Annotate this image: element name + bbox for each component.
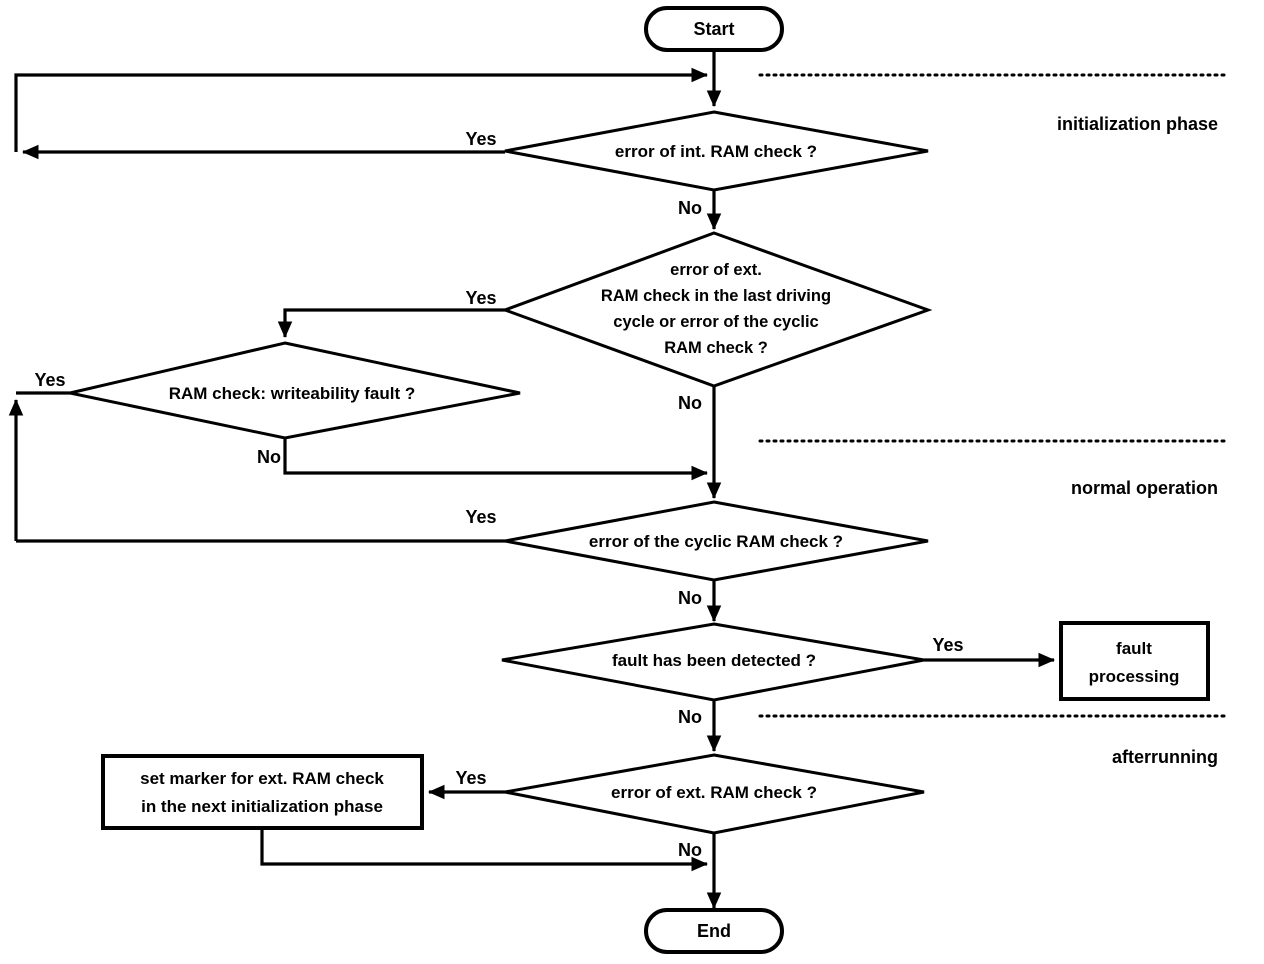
branch-label-ext-ram-yes: Yes	[455, 768, 486, 788]
node-decision-ext-ram-multi-line-4: RAM check ?	[664, 339, 768, 357]
node-decision-fault-detected[interactable]: fault has been detected ?	[501, 622, 925, 702]
node-end-label: End	[697, 921, 731, 941]
phase-label-normal-operation: normal operation	[1071, 478, 1218, 498]
edge-loop-return-top	[14, 67, 708, 152]
edge-writeability-no-to-spine	[283, 438, 708, 481]
node-process-fault-processing[interactable]: fault processing	[1059, 621, 1210, 701]
node-decision-ext-ram-multi-line-2: RAM check in the last driving	[601, 287, 831, 305]
node-decision-cyclic[interactable]: error of the cyclic RAM check ?	[504, 500, 929, 582]
node-process-set-marker-line-2: in the next initialization phase	[141, 797, 383, 816]
branch-label-ext-multi-no: No	[678, 393, 702, 413]
branch-label-fault-yes: Yes	[932, 635, 963, 655]
node-decision-ext-ram-multi-line-3: cycle or error of the cyclic	[613, 313, 818, 331]
node-decision-fault-detected-label: fault has been detected ?	[612, 651, 816, 670]
branch-label-int-ram-no: No	[678, 198, 702, 218]
node-decision-ext-ram-multi-line-1: error of ext.	[670, 261, 762, 279]
phase-label-initialization-phase: initialization phase	[1057, 114, 1218, 134]
branch-label-cyclic-yes: Yes	[465, 507, 496, 527]
node-start-label: Start	[693, 19, 734, 39]
node-decision-writeability[interactable]: RAM check: writeability fault ?	[69, 341, 521, 440]
phase-label-afterrunning: afterrunning	[1112, 747, 1218, 767]
edge-ext-multi-yes-to-writeability	[277, 308, 505, 338]
branch-label-cyclic-no: No	[678, 588, 702, 608]
branch-label-fault-no: No	[678, 707, 702, 727]
branch-label-int-ram-yes: Yes	[465, 129, 496, 149]
branch-label-writeability-yes: Yes	[34, 370, 65, 390]
branch-label-writeability-no: No	[257, 447, 281, 467]
branch-labels-layer: Yes No Yes No Yes No Yes No Yes No Yes N…	[34, 129, 963, 860]
branch-label-ext-multi-yes: Yes	[465, 288, 496, 308]
edges-layer	[8, 48, 1230, 909]
node-decision-int-ram-label: error of int. RAM check ?	[615, 142, 817, 161]
branch-label-ext-ram-no: No	[678, 840, 702, 860]
node-decision-cyclic-label: error of the cyclic RAM check ?	[589, 532, 843, 551]
node-process-set-marker[interactable]: set marker for ext. RAM check in the nex…	[101, 754, 424, 830]
edge-set-marker-to-spine	[260, 828, 708, 872]
node-process-set-marker-line-1: set marker for ext. RAM check	[140, 769, 384, 788]
node-start[interactable]: Start	[644, 6, 784, 52]
node-process-fault-processing-line-1: fault	[1116, 639, 1152, 658]
nodes-layer: Start error of int. RAM check ? error of…	[69, 6, 1210, 954]
phase-labels-layer: initialization phase normal operation af…	[1057, 114, 1218, 767]
node-decision-int-ram[interactable]: error of int. RAM check ?	[504, 110, 929, 192]
node-decision-writeability-label: RAM check: writeability fault ?	[169, 384, 416, 403]
node-process-fault-processing-line-2: processing	[1089, 667, 1180, 686]
node-decision-ext-ram-multi[interactable]: error of ext. RAM check in the last driv…	[500, 231, 933, 388]
node-end[interactable]: End	[644, 908, 784, 954]
node-decision-ext-ram[interactable]: error of ext. RAM check ?	[504, 753, 925, 835]
node-decision-ext-ram-label: error of ext. RAM check ?	[611, 783, 817, 802]
